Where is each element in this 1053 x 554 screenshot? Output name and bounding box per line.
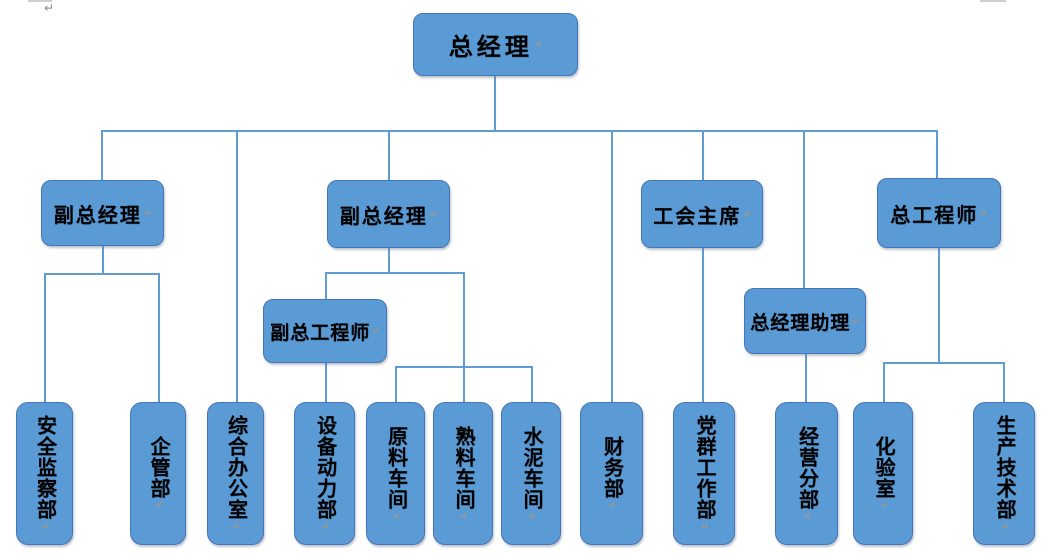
org-node-dept-finance[interactable]: 财务部↵: [580, 402, 643, 545]
connector-line: [101, 130, 938, 132]
connector-line: [883, 362, 885, 402]
paragraph-mark: ↵: [533, 39, 543, 50]
connector-line: [325, 272, 465, 274]
paragraph-mark: ↵: [428, 208, 438, 220]
org-node-dept-cement-workshop[interactable]: 水泥车间↵: [501, 402, 561, 545]
connector-line: [395, 366, 397, 402]
connector-line: [388, 130, 390, 180]
connector-line: [883, 362, 1005, 364]
paragraph-mark: ↵: [390, 510, 402, 522]
paragraph-mark: ↵: [39, 521, 51, 532]
page-corner-mark-left: [28, 0, 52, 2]
connector-line: [805, 354, 807, 402]
connector-line: [325, 363, 327, 402]
page-corner-mark-right: [980, 0, 1006, 2]
connector-line: [44, 273, 46, 402]
connector-line: [463, 366, 465, 402]
paragraph-mark: ↵: [526, 510, 537, 522]
connector-line: [1003, 362, 1005, 402]
paragraph-mark: ↵: [44, 1, 55, 15]
org-node-dept-business-division[interactable]: 经营分部↵: [775, 402, 838, 545]
connector-line: [463, 272, 465, 366]
paragraph-mark: ↵: [319, 521, 331, 532]
connector-line: [938, 248, 940, 362]
connector-line: [102, 246, 104, 273]
paragraph-mark: ↵: [878, 500, 889, 511]
paragraph-mark: ↵: [742, 208, 751, 220]
org-node-dept-safety-supervision[interactable]: 安全监察部↵: [16, 402, 73, 545]
connector-line: [531, 366, 533, 402]
connector-line: [803, 130, 805, 288]
paragraph-mark: ↵: [999, 521, 1010, 532]
org-node-gm-assistant[interactable]: 总经理助理↵: [744, 288, 866, 354]
paragraph-mark: ↵: [142, 207, 152, 219]
connector-line: [702, 248, 704, 402]
paragraph-mark: ↵: [979, 207, 988, 219]
org-node-deputy-gm-1[interactable]: 副总经理↵: [41, 180, 164, 246]
paragraph-mark: ↵: [851, 315, 860, 327]
paragraph-mark: ↵: [606, 500, 618, 511]
paragraph-mark: ↵: [801, 510, 813, 522]
connector-line: [44, 273, 160, 275]
org-node-dept-production-technology[interactable]: 生产技术部↵: [973, 402, 1035, 545]
paragraph-mark: ↵: [371, 325, 380, 337]
org-node-dept-laboratory[interactable]: 化验室↵: [853, 402, 913, 545]
org-node-deputy-gm-2[interactable]: 副总经理↵: [327, 180, 450, 248]
org-node-deputy-chief-engineer[interactable]: 副总工程师↵: [263, 299, 387, 363]
connector-line: [494, 76, 496, 130]
org-node-union-chairman[interactable]: 工会主席↵: [641, 180, 763, 248]
paragraph-mark: ↵: [458, 510, 469, 522]
org-node-dept-equipment-power[interactable]: 设备动力部↵: [294, 402, 355, 545]
connector-line: [611, 130, 613, 402]
org-node-dept-clinker-workshop[interactable]: 熟料车间↵: [433, 402, 493, 545]
paragraph-mark: ↵: [153, 500, 164, 511]
connector-line: [325, 272, 327, 299]
org-node-dept-raw-material-workshop[interactable]: 原料车间↵: [366, 402, 425, 545]
connector-line: [101, 130, 103, 180]
org-node-chief-engineer[interactable]: 总工程师↵: [877, 178, 1001, 248]
org-node-dept-enterprise-management[interactable]: 企管部↵: [130, 402, 186, 545]
connector-line: [158, 273, 160, 402]
org-node-dept-general-office[interactable]: 综合办公室↵: [207, 402, 264, 545]
org-node-dept-party-mass-work[interactable]: 党群工作部↵: [673, 402, 735, 545]
connector-line: [936, 130, 938, 178]
connector-line: [236, 130, 238, 402]
paragraph-mark: ↵: [699, 521, 710, 532]
connector-line: [388, 248, 390, 272]
connector-line: [702, 130, 704, 180]
paragraph-mark: ↵: [230, 521, 242, 532]
org-node-general-manager[interactable]: 总经理↵: [413, 13, 578, 76]
